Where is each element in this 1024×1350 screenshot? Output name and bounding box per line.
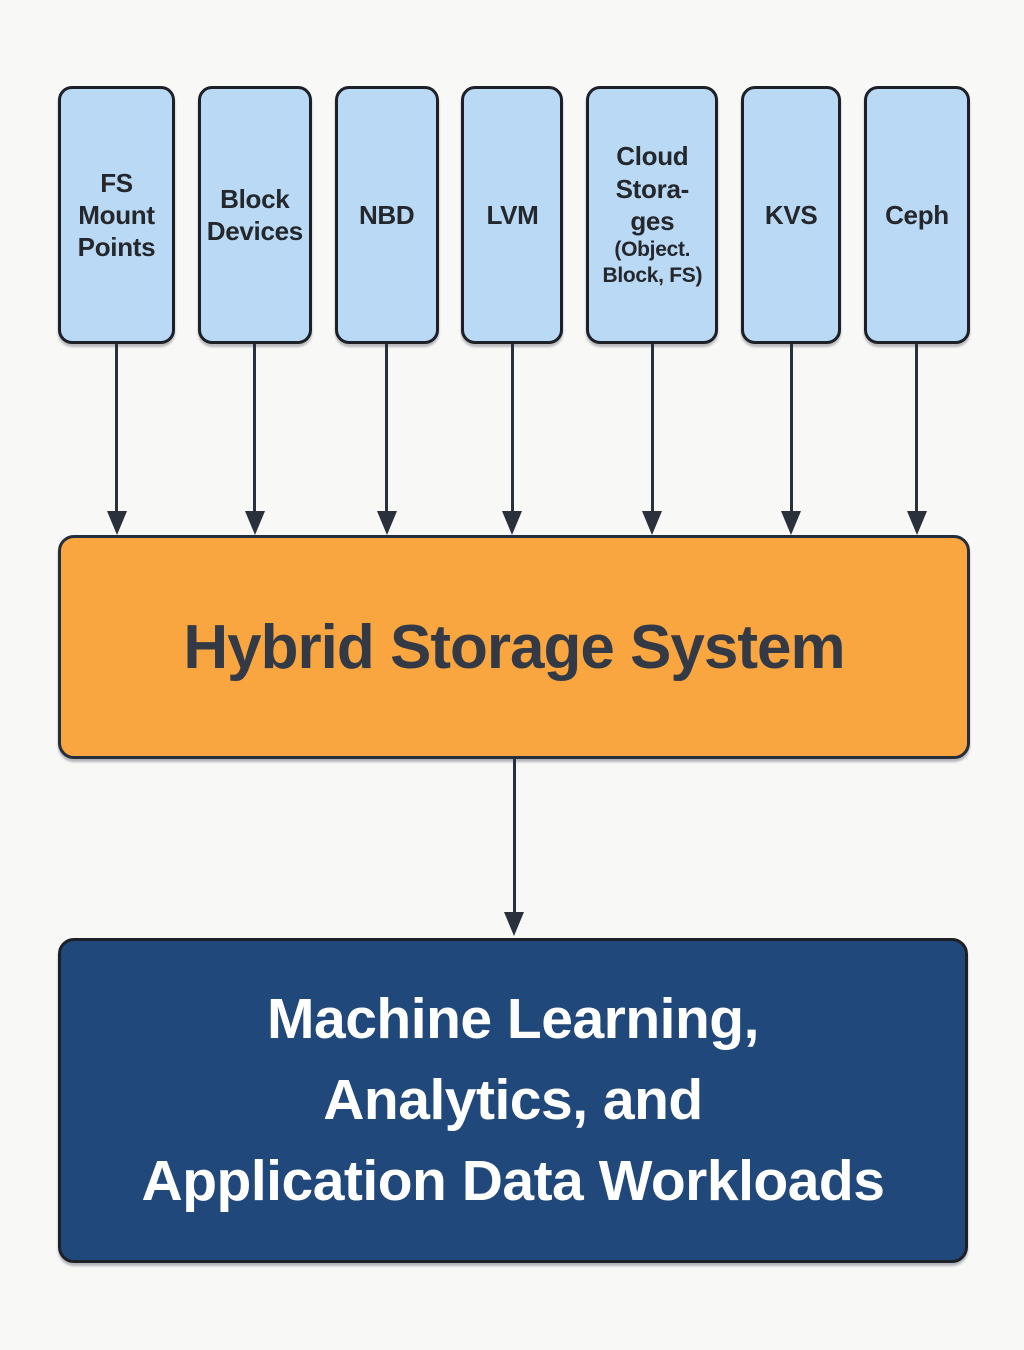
node-cloud-storages: Cloud Stora- ges (Object. Block, FS)	[586, 86, 719, 344]
node-label: LVM	[486, 199, 539, 230]
node-label: Block Devices	[206, 183, 304, 246]
node-label: KVS	[764, 199, 818, 230]
hybrid-storage-system-box: Hybrid Storage System	[58, 535, 970, 759]
arrow-head-icon	[504, 912, 524, 936]
node-lvm: LVM	[461, 86, 564, 344]
node-label: NBD	[358, 199, 415, 230]
arrow-head-icon	[376, 511, 397, 535]
workloads-box: Machine Learning, Analytics, and Applica…	[58, 938, 968, 1263]
arrow-head-icon	[106, 511, 127, 535]
arrow-head-icon	[244, 511, 265, 535]
hybrid-storage-system-label: Hybrid Storage System	[183, 612, 845, 682]
arrow-head-icon	[642, 511, 663, 535]
node-block-devices: Block Devices	[197, 86, 312, 344]
column-nbd: NBD	[334, 86, 439, 535]
arrow-shaft	[253, 344, 257, 511]
arrow-fs-mount-points-to-hybrid	[58, 344, 175, 535]
arrow-shaft	[510, 344, 514, 511]
workloads-label: Machine Learning, Analytics, and Applica…	[141, 987, 885, 1213]
node-ceph: Ceph	[863, 86, 970, 344]
arrow-shaft	[512, 759, 516, 912]
node-fs-mount-points: FS Mount Points	[58, 86, 175, 344]
node-label: FS Mount Points	[77, 167, 156, 263]
arrow-ceph-to-hybrid	[864, 344, 970, 535]
source-nodes-row: FS Mount Points Block Devices NBD	[58, 86, 970, 535]
arrow-head-icon	[502, 511, 523, 535]
column-kvs: KVS	[741, 86, 842, 535]
arrow-hybrid-to-workloads	[504, 759, 524, 936]
arrow-shaft	[650, 344, 654, 511]
node-nbd: NBD	[334, 86, 439, 344]
arrow-head-icon	[781, 511, 802, 535]
arrow-head-icon	[906, 511, 927, 535]
arrow-shaft	[115, 344, 118, 511]
arrow-shaft	[385, 344, 389, 511]
node-label: Ceph	[885, 199, 949, 230]
arrow-block-devices-to-hybrid	[198, 344, 312, 535]
node-kvs: KVS	[741, 86, 842, 344]
node-sublabel: (Object. Block, FS)	[602, 238, 703, 288]
arrow-shaft	[915, 344, 919, 511]
arrow-lvm-to-hybrid	[461, 344, 563, 535]
column-block-devices: Block Devices	[197, 86, 312, 535]
arrow-cloud-storages-to-hybrid	[586, 344, 718, 535]
arrow-shaft	[789, 344, 793, 511]
column-lvm: LVM	[461, 86, 564, 535]
arrow-kvs-to-hybrid	[741, 344, 841, 535]
column-ceph: Ceph	[863, 86, 970, 535]
arrow-nbd-to-hybrid	[335, 344, 439, 535]
column-fs-mount-points: FS Mount Points	[58, 86, 175, 535]
node-label: Cloud Stora- ges	[615, 141, 690, 236]
column-cloud-storages: Cloud Stora- ges (Object. Block, FS)	[586, 86, 719, 535]
